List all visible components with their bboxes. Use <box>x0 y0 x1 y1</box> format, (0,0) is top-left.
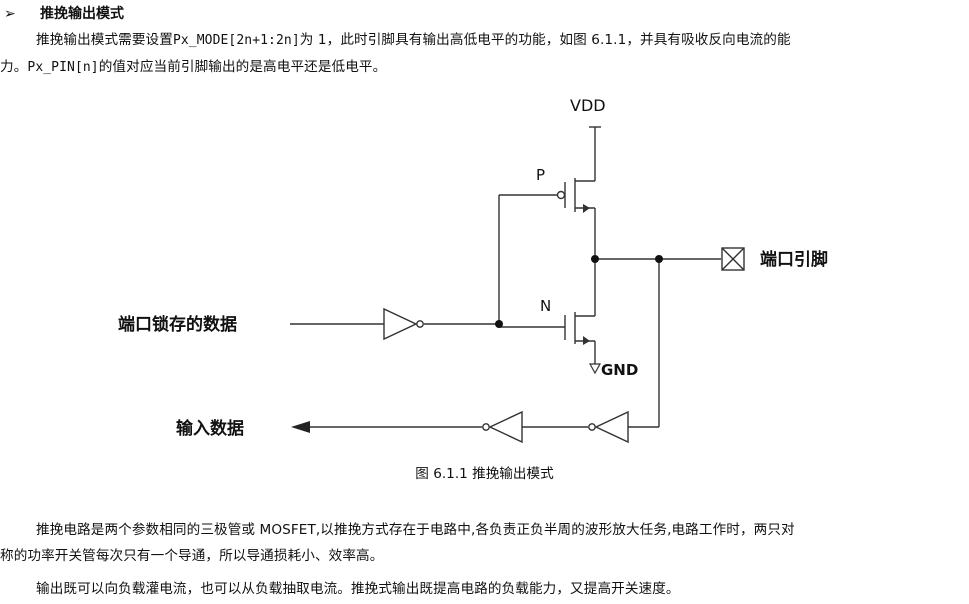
body-text: 称的功率开关管每次只有一个导通，所以导通损耗小、效率高。 <box>0 548 384 564</box>
gnd-label: GND <box>601 361 638 379</box>
intro-text: 推挽输出模式需要设置 <box>36 32 173 48</box>
body-line: 输出既可以向负载灌电流，也可以从负载抽取电流。推挽式输出既提高电路的负载能力，又… <box>0 576 965 602</box>
inverter-bubble <box>588 423 596 431</box>
port-pin-label: 端口引脚 <box>760 249 828 270</box>
latch-data-label: 端口锁存的数据 <box>118 314 237 335</box>
intro-paragraph: 推挽输出模式需要设置Px_MODE[2n+1:2n]为 1，此时引脚具有输出高低… <box>0 27 965 81</box>
intro-text: 的值对应当前引脚输出的是高电平还是低电平。 <box>98 59 387 75</box>
intro-line-1: 推挽输出模式需要设置Px_MODE[2n+1:2n]为 1，此时引脚具有输出高低… <box>0 27 965 54</box>
output-inverter <box>383 307 418 341</box>
inverter-bubble <box>416 320 424 328</box>
p-label: P <box>536 166 545 184</box>
input-arrowhead <box>291 421 310 433</box>
nmos-arrow <box>583 336 590 345</box>
junction-dot <box>591 255 599 263</box>
intro-text: 力。 <box>0 59 28 75</box>
input-inverter-2 <box>488 410 523 444</box>
input-data-label: 输入数据 <box>176 418 244 439</box>
pmos-arrow <box>583 204 590 213</box>
body-line: 称的功率开关管每次只有一个导通，所以导通损耗小、效率高。 <box>0 543 965 569</box>
body-paragraph-1: 推挽电路是两个参数相同的三极管或 MOSFET,以推挽方式存在于电路中,各负责正… <box>0 517 965 569</box>
intro-text: 为 1，此时引脚具有输出高低电平的功能，如图 6.1.1，并具有吸收反向电流的能 <box>299 32 791 48</box>
input-inverter-1 <box>594 410 629 444</box>
vdd-label: VDD <box>570 96 606 115</box>
ground-symbol <box>588 363 602 375</box>
inverter-bubble <box>482 423 490 431</box>
section-title: 推挽输出模式 <box>40 6 124 22</box>
section-heading: ➢ 推挽输出模式 <box>4 3 124 23</box>
junction-dot <box>655 255 663 263</box>
intro-line-2: 力。Px_PIN[n]的值对应当前引脚输出的是高电平还是低电平。 <box>0 54 965 81</box>
push-pull-circuit-diagram: VDD P N GND 端口引脚 端口锁存的数据 输入数据 <box>118 96 828 444</box>
junction-dot <box>495 320 503 328</box>
body-text: 输出既可以向负载灌电流，也可以从负载抽取电流。推挽式输出既提高电路的负载能力，又… <box>36 581 680 597</box>
pmos-gate-bubble <box>556 190 566 200</box>
register-name: Px_MODE[2n+1:2n] <box>172 33 300 48</box>
body-paragraph-2: 输出既可以向负载灌电流，也可以从负载抽取电流。推挽式输出既提高电路的负载能力，又… <box>0 576 965 602</box>
arrow-bullet-icon: ➢ <box>4 6 16 22</box>
body-text: 推挽电路是两个参数相同的三极管或 MOSFET,以推挽方式存在于电路中,各负责正… <box>36 522 795 538</box>
port-pin-box <box>721 247 745 271</box>
figure-caption: 图 6.1.1 推挽输出模式 <box>415 466 554 482</box>
n-label: N <box>540 297 551 315</box>
body-line: 推挽电路是两个参数相同的三极管或 MOSFET,以推挽方式存在于电路中,各负责正… <box>0 517 965 543</box>
port-pin-x <box>721 247 745 271</box>
register-name: Px_PIN[n] <box>27 60 99 75</box>
